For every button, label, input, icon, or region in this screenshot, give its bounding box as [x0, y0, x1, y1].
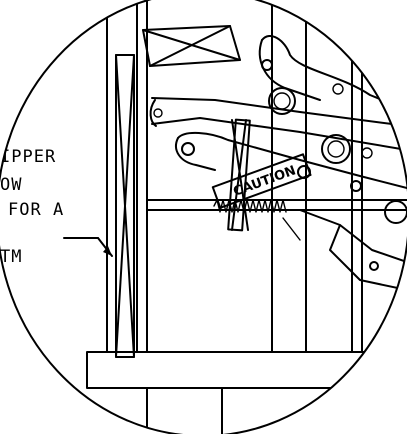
callout-line-1: IPPER	[0, 147, 56, 167]
leader-line	[63, 237, 113, 257]
bottom-sill	[86, 351, 407, 434]
callout-line-2: OW	[0, 175, 22, 195]
frame-post-left	[106, 0, 148, 353]
crossed-spacer-block-vertical	[115, 54, 135, 358]
lower-bracket	[299, 200, 407, 291]
crossed-spacer-block-top	[142, 25, 241, 67]
callout-line-4: TM	[0, 247, 22, 267]
pivot-plate-top	[258, 35, 407, 115]
callout-line-3: FOR A	[8, 200, 64, 220]
tension-spring	[213, 199, 301, 241]
